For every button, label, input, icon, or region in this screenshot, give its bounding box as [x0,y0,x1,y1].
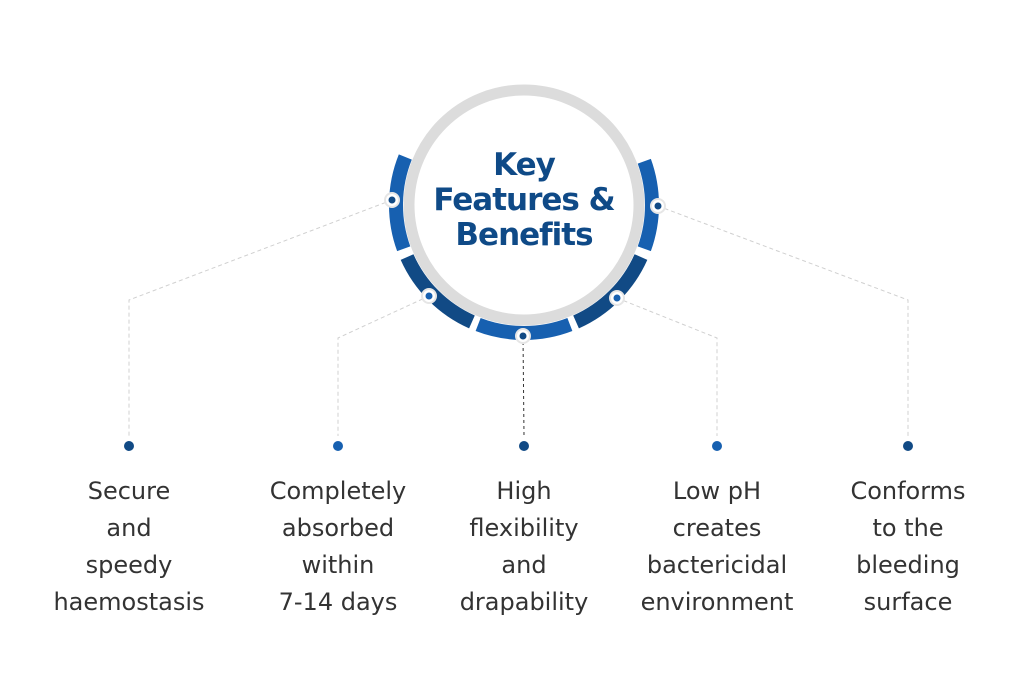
arc-segment [573,254,648,329]
feature-text: bactericidal [646,551,788,579]
feature-text: Conforms [850,477,966,505]
feature-text: creates [672,514,762,542]
ring-node-dot [519,332,527,340]
feature-text: absorbed [281,514,395,542]
bullet-dot [124,441,134,451]
feature-text: Low pH [672,477,762,505]
feature-text: within [301,551,375,579]
title-line: Benefits [455,217,593,253]
feature-text: Secure [87,477,171,505]
arc-segment [400,254,475,329]
feature-text: environment [640,588,794,616]
feature-text: bleeding [856,551,960,579]
ring-node-dot [388,196,396,204]
arc-segment [637,158,659,252]
title-line: Key [493,147,556,183]
feature-text: speedy [85,551,173,579]
feature-secure-haemostasis: Secure and speedy haemostasis [34,473,224,621]
feature-text: to the [872,514,944,542]
feature-text: and [501,551,547,579]
diagram-title: Key Features & Benefits [424,148,624,253]
connector-line [128,199,393,436]
feature-text: 7-14 days [278,588,398,616]
feature-text: High [496,477,552,505]
feature-conforms: Conforms to the bleeding surface [813,473,1003,621]
connector-line [337,295,430,436]
bullet-dot [903,441,913,451]
ring-node-dot [613,294,621,302]
connector-line [657,205,909,436]
feature-absorbed: Completely absorbed within 7-14 days [243,473,433,621]
feature-text: surface [863,588,953,616]
feature-text: Completely [269,477,407,505]
ring-node-dot [654,202,662,210]
bullet-dot [333,441,343,451]
arc-segment [389,154,412,252]
feature-text: drapability [459,588,589,616]
center-ring [403,84,645,326]
connector-line [616,297,718,436]
feature-text: flexibility [469,514,579,542]
title-line: Features & [433,182,615,218]
ring-node-dot [425,292,433,300]
feature-flexibility: High flexibility and drapability [429,473,619,621]
feature-low-ph: Low pH creates bactericidal environment [622,473,812,621]
feature-text: haemostasis [53,588,205,616]
bullet-dot [519,441,529,451]
feature-text: and [106,514,152,542]
bullet-dot [712,441,722,451]
connector-line [522,335,525,437]
